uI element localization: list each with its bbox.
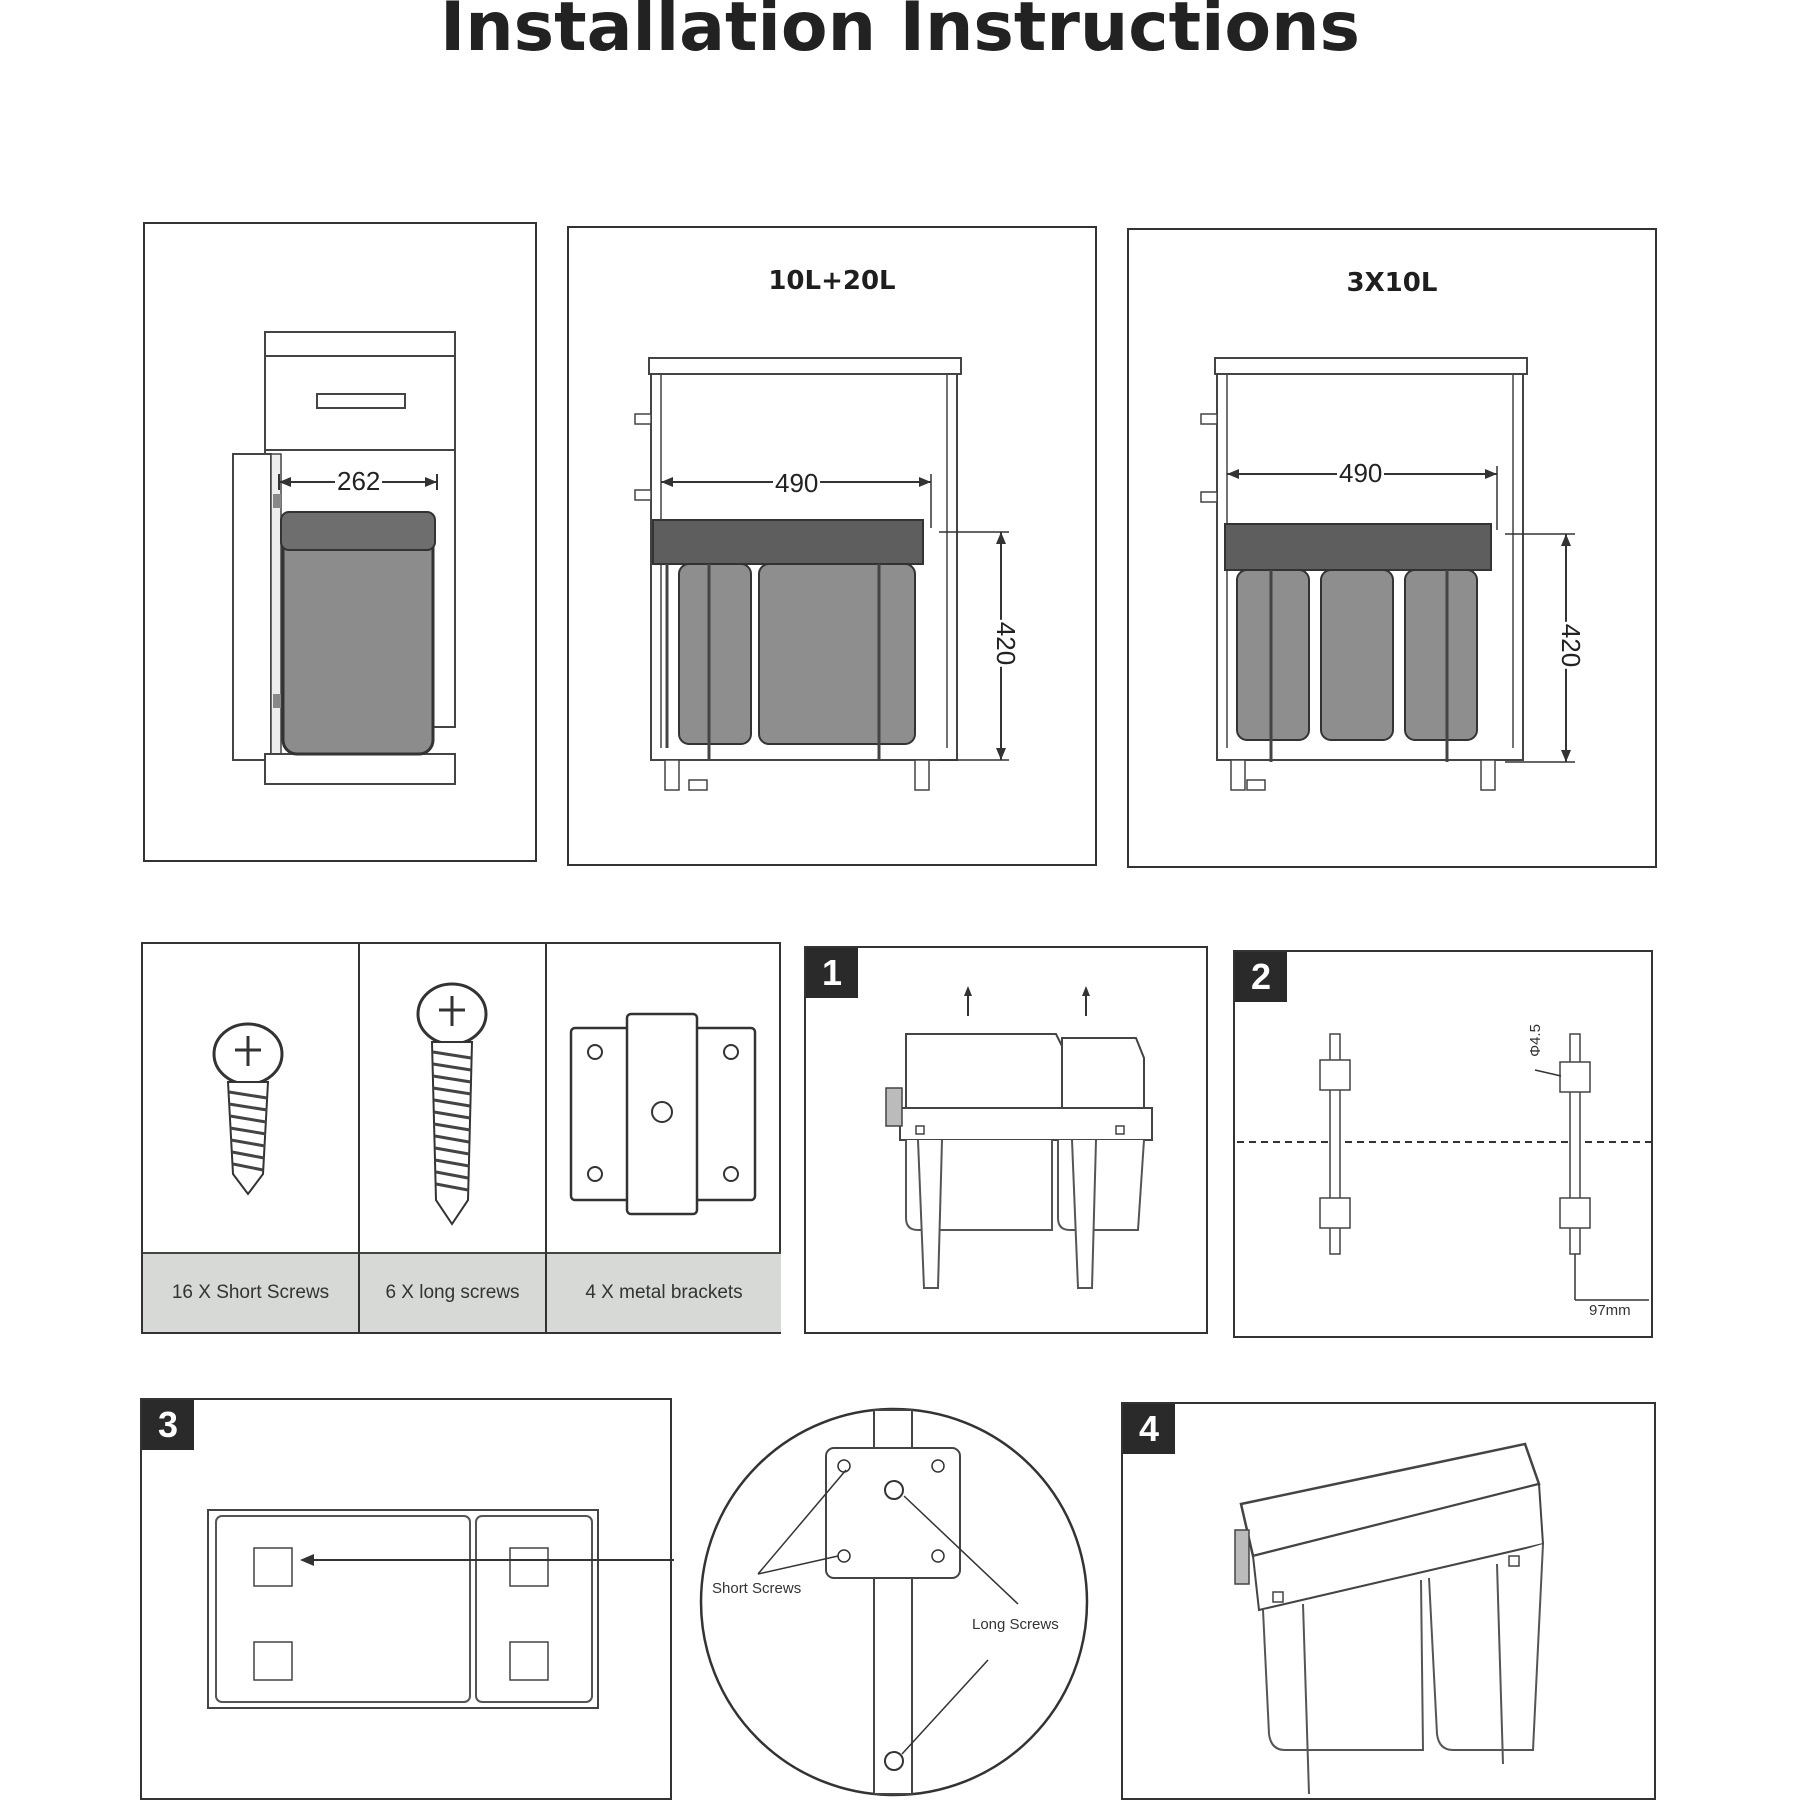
step-3-panel: 3 — [140, 1398, 674, 1800]
part-short-screws-caption: 16 X Short Screws — [143, 1252, 358, 1332]
long-screw-icon — [416, 982, 488, 1226]
cabinet-triple-panel: 3X10L 490 420 — [1127, 228, 1657, 868]
triple-width-label: 490 — [1337, 458, 1385, 489]
step-3-badge: 3 — [142, 1400, 194, 1450]
long-screws-label: Long Screws — [972, 1616, 1059, 1633]
triple-height-label: 420 — [1555, 621, 1587, 670]
double-height-label: 420 — [990, 619, 1022, 668]
step-2-hole-label: Φ4.5 — [1526, 1024, 1544, 1057]
step-4-drawing — [1234, 1442, 1545, 1795]
step-2-drawing — [1237, 1033, 1653, 1301]
cabinet-triple-drawing — [1200, 357, 1575, 791]
step-2-panel: 2 Φ4.5 97mm — [1233, 950, 1653, 1338]
part-metal-brackets-caption: 4 X metal brackets — [547, 1252, 781, 1332]
bracket-detail-drawing — [699, 1407, 1089, 1797]
step-2-badge: 2 — [1235, 952, 1287, 1002]
metal-bracket-icon — [569, 1012, 757, 1216]
step-1-badge: 1 — [806, 948, 858, 998]
part-short-screws: 16 X Short Screws — [143, 944, 360, 1332]
step-1-panel: 1 — [804, 946, 1208, 1334]
cabinet-double-panel: 10L+20L 490 420 — [567, 226, 1097, 866]
single-width-label: 262 — [335, 466, 383, 497]
cabinet-single-panel: 262 — [143, 222, 537, 862]
step-3-drawing — [207, 1509, 674, 1709]
step-1-drawing — [885, 986, 1153, 1289]
cabinet-triple-heading: 3X10L — [1346, 268, 1438, 298]
double-width-label: 490 — [773, 468, 821, 499]
short-screw-icon — [212, 1022, 284, 1196]
step-2-offset-label: 97mm — [1589, 1302, 1631, 1319]
step-3-detail-circle: Short Screws Long Screws — [698, 1406, 1090, 1798]
cabinet-double-drawing — [634, 357, 1009, 791]
page-title: Installation Instructions — [439, 0, 1361, 67]
part-long-screws-caption: 6 X long screws — [360, 1252, 545, 1332]
step-4-badge: 4 — [1123, 1404, 1175, 1454]
part-long-screws: 6 X long screws — [360, 944, 547, 1332]
step-4-panel: 4 — [1121, 1402, 1656, 1800]
short-screws-label: Short Screws — [712, 1580, 802, 1597]
cabinet-single-drawing — [232, 331, 456, 785]
part-metal-brackets: 4 X metal brackets — [547, 944, 781, 1332]
cabinet-double-heading: 10L+20L — [768, 266, 896, 296]
parts-panel: 16 X Short Screws 6 X long screws 4 X me… — [141, 942, 781, 1334]
